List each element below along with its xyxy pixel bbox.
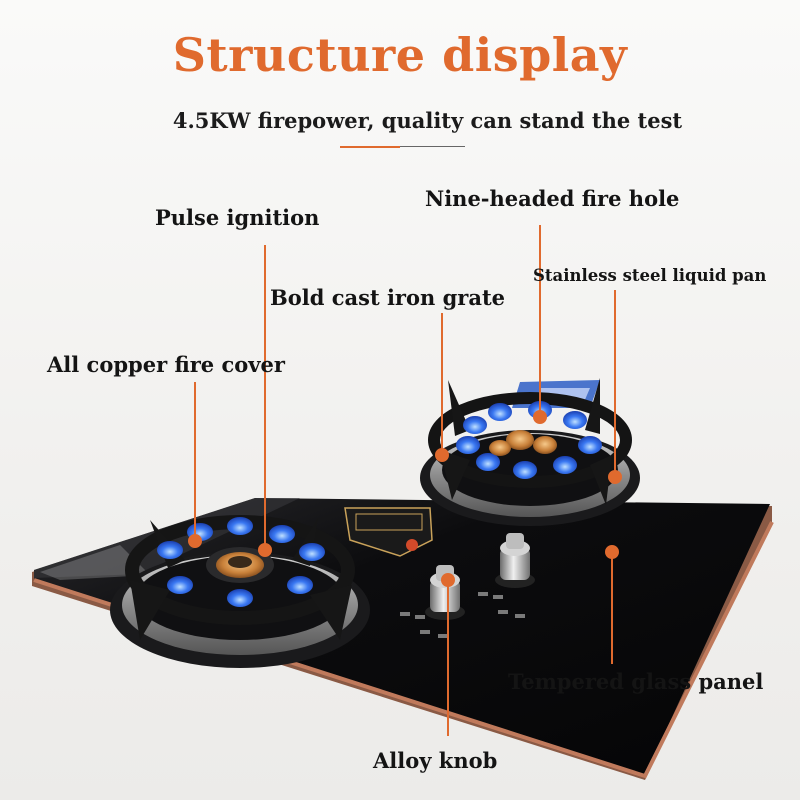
subtitle-accent-rule xyxy=(340,146,400,148)
page-subtitle: 4.5KW firepower, quality can stand the t… xyxy=(172,108,683,133)
label-alloy-knob: Alloy knob xyxy=(373,748,498,773)
right-burner xyxy=(420,378,640,526)
label-all-copper-fire-cover: All copper fire cover xyxy=(47,352,285,377)
label-bold-cast-iron-grate: Bold cast iron grate xyxy=(270,285,505,310)
right-flame-ring xyxy=(456,401,602,479)
page-title: Structure display xyxy=(172,28,628,82)
label-stainless-steel-liquid-pan: Stainless steel liquid pan xyxy=(533,266,767,285)
alloy-knob-right xyxy=(495,533,535,588)
brand-emblem xyxy=(344,507,433,557)
label-tempered-glass-panel: Tempered glass panel xyxy=(508,669,764,694)
left-flame-ring xyxy=(157,517,325,607)
panel-indicators xyxy=(400,592,525,638)
subtitle-rule xyxy=(400,146,465,147)
callout-lines xyxy=(188,225,622,736)
left-burner xyxy=(110,515,370,668)
label-pulse-ignition: Pulse ignition xyxy=(155,205,320,230)
label-nine-headed-fire-hole: Nine-headed fire hole xyxy=(425,186,680,211)
